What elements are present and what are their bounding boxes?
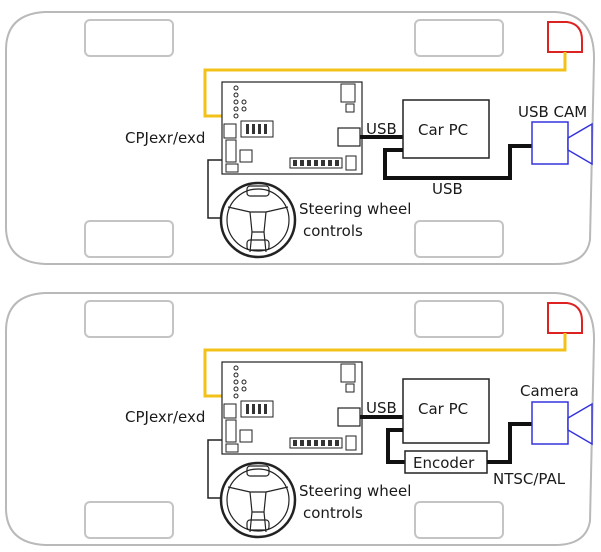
steering-label-line2: controls — [303, 504, 363, 522]
usb-port — [337, 127, 361, 147]
steering-wire — [207, 159, 222, 219]
board-label: CPJexr/exd — [125, 129, 205, 147]
steering-label-line2: controls — [303, 222, 363, 240]
usb-label: USB — [366, 120, 397, 138]
wheel-well-front-right — [84, 220, 174, 258]
car-body-outline — [4, 292, 596, 546]
car-body-outline — [4, 11, 596, 265]
diagram-analog-camera: CPJexr/exd USB Car PC Camera Encoder NTS… — [4, 292, 596, 546]
car-pc-box — [402, 99, 490, 159]
camera-cable — [383, 144, 533, 180]
usb-port — [337, 407, 361, 427]
car-pc-label: Car PC — [418, 400, 468, 418]
camera-icon — [531, 401, 593, 446]
wheel-well-front-right — [84, 501, 174, 539]
steering-wheel — [219, 461, 297, 539]
wheel-well-rear-right — [414, 220, 504, 258]
cable-label: USB — [432, 180, 463, 198]
wheel-well-rear-right — [414, 501, 504, 539]
encoder-label: Encoder — [413, 454, 475, 472]
rear-light — [547, 302, 583, 334]
car-pc-box — [402, 378, 490, 444]
camera-cable — [487, 422, 533, 464]
wheel-well-front-left — [84, 300, 174, 338]
steering-label-line1: Steering wheel — [299, 200, 411, 218]
board-label: CPJexr/exd — [125, 408, 205, 426]
cable-label: NTSC/PAL — [493, 470, 566, 488]
steering-label-line1: Steering wheel — [299, 482, 411, 500]
camera-icon — [531, 121, 593, 166]
wheel-well-rear-left — [414, 300, 504, 338]
camera-label: Camera — [520, 382, 579, 400]
controller-board — [221, 81, 363, 175]
diagram-usb-camera: CPJexr/exd USB Car PC USB CAM USB Steeri… — [4, 11, 596, 265]
wheel-well-rear-left — [414, 19, 504, 57]
controller-board — [221, 361, 363, 455]
camera-label: USB CAM — [518, 103, 587, 121]
wheel-well-front-left — [84, 19, 174, 57]
pc-encoder-cable — [386, 428, 405, 464]
steering-wire — [207, 439, 222, 499]
car-pc-label: Car PC — [418, 121, 468, 139]
rear-light — [547, 21, 583, 53]
steering-wheel — [219, 181, 297, 259]
yellow-wire — [203, 52, 567, 118]
yellow-wire — [203, 333, 567, 398]
usb-label: USB — [366, 399, 397, 417]
